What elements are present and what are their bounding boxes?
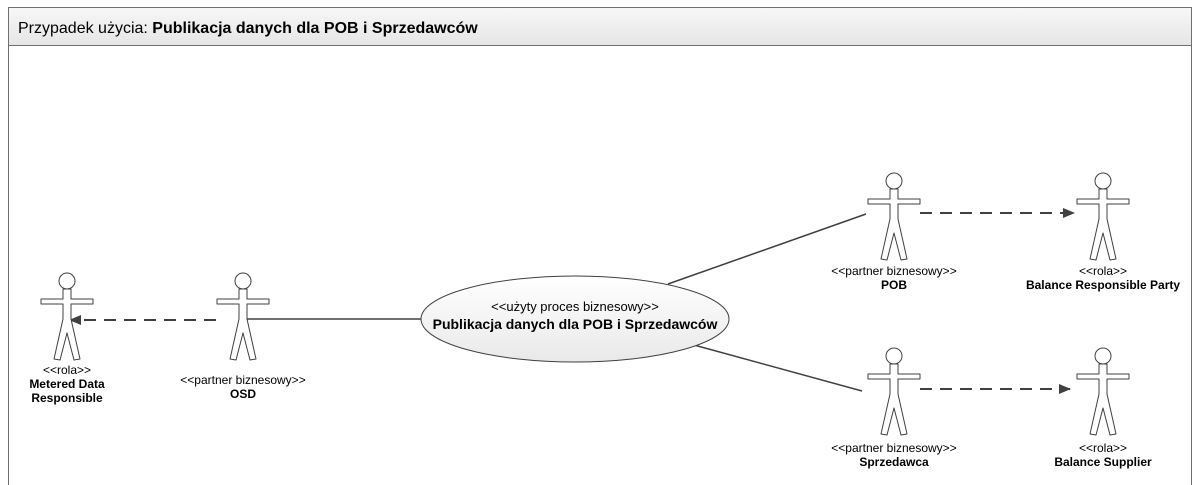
actor-pob-name: POB bbox=[880, 278, 907, 292]
actor-osd-stereotype: <<partner biznesowy>> bbox=[180, 373, 306, 387]
actor-metered-name-line1: Metered Data bbox=[29, 377, 105, 391]
association-usecase-pob bbox=[667, 213, 867, 285]
actor-sprzedawca-stereotype: <<partner biznesowy>> bbox=[831, 441, 957, 455]
actor-brp-icon[interactable] bbox=[1076, 172, 1130, 261]
actor-supplier-stereotype: <<rola>> bbox=[1078, 441, 1128, 455]
association-usecase-sprzedawca bbox=[693, 344, 863, 392]
actor-osd-name: OSD bbox=[229, 387, 256, 401]
actor-metered-stereotype: <<rola>> bbox=[42, 363, 92, 377]
actor-sprzedawca-label: <<partner biznesowy>> Sprzedawca bbox=[804, 441, 984, 469]
actor-metered-icon[interactable] bbox=[40, 272, 94, 361]
actor-pob-stereotype: <<partner biznesowy>> bbox=[831, 264, 957, 278]
use-case-label: <<użyty proces biznesowy>> Publikacja da… bbox=[421, 299, 729, 333]
actor-metered-label: <<rola>> Metered Data Responsible bbox=[17, 363, 117, 405]
use-case-ellipse[interactable] bbox=[420, 275, 730, 363]
frame-title: Przypadek użycia: Publikacja danych dla … bbox=[18, 20, 478, 38]
actor-sprzedawca-icon[interactable] bbox=[867, 347, 921, 436]
use-case-stereotype: <<użyty proces biznesowy>> bbox=[491, 299, 659, 314]
actor-pob-label: <<partner biznesowy>> POB bbox=[804, 264, 984, 292]
frame-title-name: Publikacja danych dla POB i Sprzedawców bbox=[152, 20, 478, 37]
actor-sprzedawca-name: Sprzedawca bbox=[859, 455, 929, 469]
frame-header: Przypadek użycia: Publikacja danych dla … bbox=[9, 8, 1191, 46]
actor-osd-icon[interactable] bbox=[216, 272, 270, 361]
actor-metered-name-line2: Responsible bbox=[31, 391, 103, 405]
actor-osd-label: <<partner biznesowy>> OSD bbox=[153, 373, 333, 401]
frame-title-prefix: Przypadek użycia: bbox=[18, 20, 153, 37]
actor-supplier-icon[interactable] bbox=[1076, 347, 1130, 436]
use-case-name: Publikacja danych dla POB i Sprzedawców bbox=[432, 316, 718, 332]
actor-supplier-label: <<rola>> Balance Supplier bbox=[1013, 441, 1193, 469]
actor-supplier-name: Balance Supplier bbox=[1054, 455, 1152, 469]
use-case-frame: Przypadek użycia: Publikacja danych dla … bbox=[8, 7, 1192, 485]
actor-pob-icon[interactable] bbox=[867, 172, 921, 261]
actor-brp-name: Balance Responsible Party bbox=[1025, 278, 1181, 292]
actor-brp-stereotype: <<rola>> bbox=[1078, 264, 1128, 278]
actor-brp-label: <<rola>> Balance Responsible Party bbox=[1013, 264, 1193, 292]
